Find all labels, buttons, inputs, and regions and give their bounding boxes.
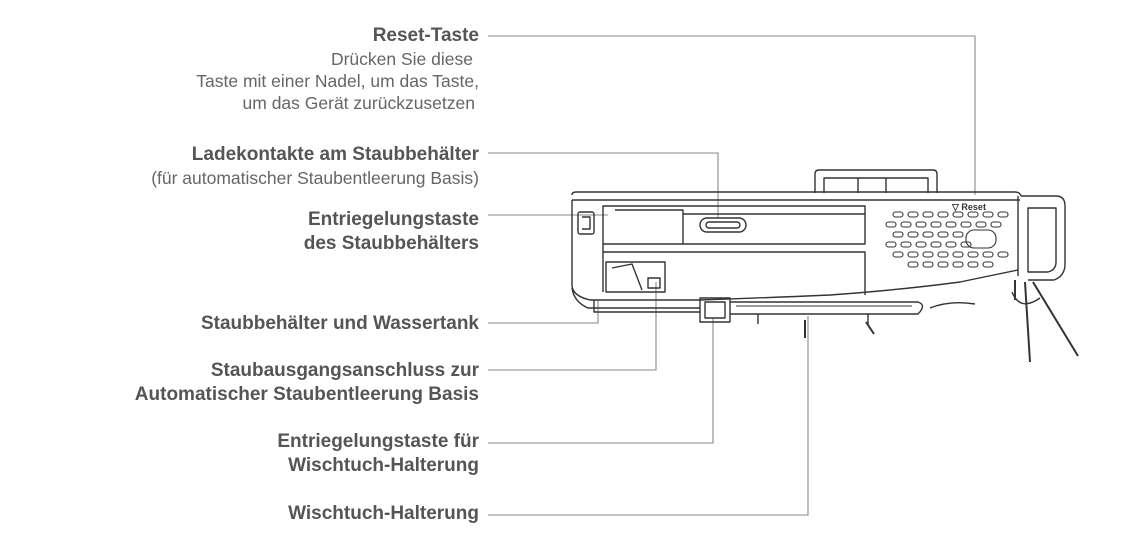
mop-release-title-line-2: Wischtuch-Halterung xyxy=(288,455,479,476)
dust-outlet xyxy=(605,261,666,293)
mop-release-title-line-1: Entriegelungstaste für xyxy=(277,431,479,452)
mop-holder-title: Wischtuch-Halterung xyxy=(288,503,479,524)
label-mop-holder: Wischtuch-Halterung xyxy=(288,502,479,526)
reset-button-title: Reset-Taste xyxy=(372,25,479,46)
charging-contacts xyxy=(699,217,747,233)
mop-holder xyxy=(730,301,924,315)
main-body xyxy=(571,200,1019,301)
label-charging-contacts: Ladekontakte am Staubbehälter (für autom… xyxy=(151,143,479,189)
leader-dust-outlet xyxy=(488,282,657,371)
charging-contacts-desc: (für automatischer Staubentleerung Basis… xyxy=(151,168,479,188)
vent-grille xyxy=(885,211,1009,268)
lidar-turret xyxy=(814,169,938,193)
robot-body xyxy=(571,169,1079,363)
charging-contacts-title: Ladekontakte am Staubbehälter xyxy=(191,144,479,165)
label-dustbin-water-tank: Staubbehälter und Wassertank xyxy=(201,312,479,336)
leader-mop-holder xyxy=(488,316,809,516)
label-dustbin-release: Entriegelungstaste des Staubbehälters xyxy=(304,208,479,256)
reset-button-desc-line-3: um das Gerät zurückzusetzen xyxy=(242,93,475,113)
dustbin-lid xyxy=(602,205,866,245)
dustbin-release-title-line-2: des Staubbehälters xyxy=(303,233,479,254)
reset-button-desc-line-1: Drücken Sie diese xyxy=(330,49,473,69)
side-brush xyxy=(1014,280,1079,363)
leader-reset xyxy=(488,35,976,195)
dustbin-release-title-line-1: Entriegelungstaste xyxy=(307,209,479,230)
leader-charging-contacts xyxy=(488,152,719,218)
leader-lines xyxy=(488,35,976,516)
label-reset-button: Reset-Taste Drücken Sie diese Taste mit … xyxy=(196,24,479,114)
reset-marking: ▽ Reset xyxy=(951,202,986,212)
label-dust-outlet: Staubausgangsanschluss zur Automatischer… xyxy=(135,359,479,407)
reset-button-desc-line-2: Taste mit einer Nadel, um das Taste, xyxy=(196,71,479,91)
top-edge xyxy=(571,191,1022,197)
leader-mop-release xyxy=(488,318,714,444)
dust-outlet-title-line-2: Automatischer Staubentleerung Basis xyxy=(134,384,479,405)
dustbin-release-button xyxy=(577,211,595,235)
mop-release-button xyxy=(699,297,731,323)
label-mop-release: Entriegelungstaste für Wischtuch-Halteru… xyxy=(277,430,479,478)
dust-outlet-title-line-1: Staubausgangsanschluss zur xyxy=(210,360,479,381)
side-bumper xyxy=(1021,195,1066,281)
dustbin-water-tank-title: Staubbehälter und Wassertank xyxy=(200,313,479,334)
